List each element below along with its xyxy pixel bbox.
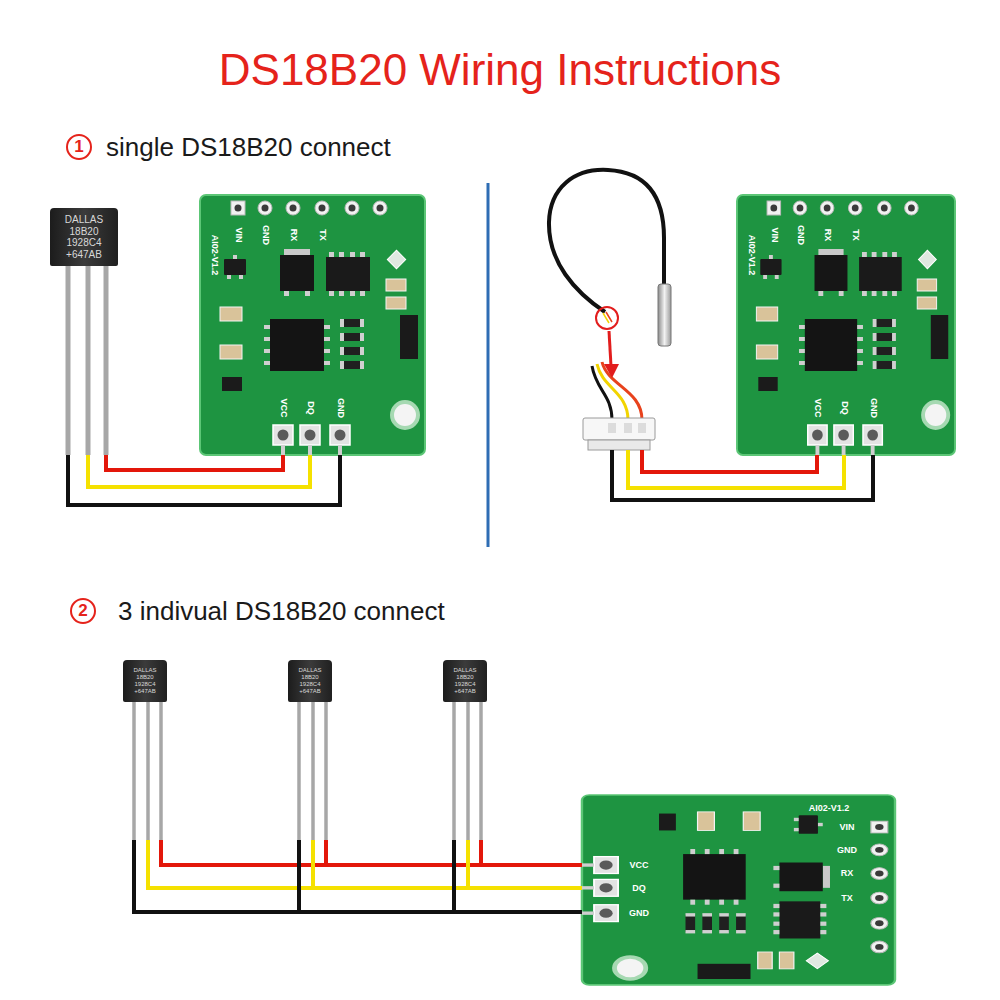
gnd-wire	[612, 450, 873, 500]
sensor-leg	[297, 702, 301, 840]
sensor-leg	[324, 702, 328, 840]
divider-line	[487, 183, 490, 547]
connector-slot	[638, 423, 646, 433]
pin-label: RX	[841, 869, 854, 878]
sensor-chip: DALLAS 18B20 1928C4 +647AB	[443, 660, 487, 702]
section-heading: single DS18B20 connect	[106, 132, 391, 162]
pin-label: GND	[868, 398, 877, 418]
sensor-leg	[86, 266, 91, 455]
probe-wire	[602, 362, 642, 420]
wire	[134, 702, 582, 912]
pointer-arrowhead	[604, 364, 619, 378]
sensor-chip: DALLAS 18B20 1928C4 +647AB	[288, 660, 332, 702]
pin-label: GND	[795, 225, 804, 245]
wire-line	[481, 840, 582, 865]
wire	[106, 266, 283, 470]
wire	[468, 702, 582, 888]
sensor-chip: DALLAS 18B20 1928C4 +647AB	[123, 660, 167, 702]
sensor-chip: DALLAS 18B20 1928C4 +647AB	[50, 208, 118, 266]
module-board: AI02-V1.2 VIN GND RX TX VCC DQ GND	[737, 195, 955, 455]
chip-marking: DALLAS 18B20 1928C4 +647AB	[53, 214, 115, 260]
vcc-wire	[642, 450, 817, 472]
pin-label: VCC	[813, 398, 822, 417]
wire-line	[106, 455, 283, 470]
pin-label: GND	[629, 909, 649, 918]
section-heading: 3 indivual DS18B20 connect	[118, 596, 445, 626]
wire-line	[468, 840, 582, 888]
pin-label: TX	[318, 229, 327, 241]
module-board-art	[582, 795, 895, 985]
wire	[148, 702, 582, 888]
sensor-leg	[311, 702, 315, 840]
module-board-art	[737, 195, 955, 455]
pin-label: VIN	[234, 227, 243, 242]
pin-label: TX	[841, 894, 853, 903]
wire	[454, 702, 582, 912]
sensor-leg	[159, 702, 163, 840]
sensor-leg	[66, 266, 71, 455]
wire	[313, 702, 582, 888]
page-title: DS18B20 Wiring Instructions	[0, 44, 1000, 96]
data-wire	[628, 450, 844, 488]
wire	[481, 702, 582, 865]
probe-wire	[606, 312, 612, 322]
step-number: 2	[70, 598, 96, 624]
wire-line	[68, 455, 340, 505]
pin-label: TX	[851, 229, 860, 241]
pointer-arrow	[609, 331, 611, 366]
module-board-art	[200, 195, 425, 455]
pin-label: RX	[823, 229, 832, 242]
sensor-leg	[104, 266, 109, 455]
wire	[161, 702, 582, 865]
pin-label: AI02-V1.2	[746, 235, 755, 276]
wire-line	[313, 840, 582, 888]
pin-label: DQ	[839, 401, 848, 415]
pin-label: VCC	[629, 861, 648, 870]
connector-housing	[583, 418, 655, 440]
wire-line	[299, 840, 582, 912]
step-number: 1	[66, 134, 92, 160]
wire	[299, 702, 582, 912]
wire-line	[134, 840, 582, 912]
pin-label: VCC	[279, 398, 288, 417]
probe-tube	[658, 284, 671, 346]
sensor-leg	[452, 702, 456, 840]
connector-slot	[608, 423, 616, 433]
pin-label: VIN	[839, 823, 854, 832]
pin-label: VIN	[769, 227, 778, 242]
connector-base	[588, 440, 650, 450]
chip-marking: DALLAS 18B20 1928C4 +647AB	[126, 667, 164, 695]
wire-line	[148, 840, 582, 888]
sensor-leg	[479, 702, 483, 840]
module-board: AI02-V1.2 VIN GND RX TX VCC DQ GND	[200, 195, 425, 455]
pin-label: AI02-V1.2	[809, 804, 850, 813]
pin-label: GND	[261, 225, 270, 245]
sensor-leg	[466, 702, 470, 840]
wire	[88, 266, 310, 487]
pin-label: RX	[289, 229, 298, 242]
pin-label: AI02-V1.2	[210, 235, 219, 276]
module-board: AI02-V1.2VIN GND RX TX VCC DQ GND	[582, 795, 895, 985]
pin-label: DQ	[306, 401, 315, 415]
probe-cable	[549, 170, 664, 312]
probe-wire	[597, 364, 628, 420]
sensor-leg	[132, 702, 136, 840]
sensor-leg	[146, 702, 150, 840]
highlight-circle	[596, 307, 618, 329]
pin-label: GND	[837, 846, 857, 855]
wire-line	[161, 840, 582, 865]
wire-line	[454, 840, 582, 912]
wire-line	[88, 455, 310, 487]
connector-slot	[624, 423, 632, 433]
chip-marking: DALLAS 18B20 1928C4 +647AB	[291, 667, 329, 695]
pin-label: GND	[336, 398, 345, 418]
wire	[68, 266, 340, 505]
chip-marking: DALLAS 18B20 1928C4 +647AB	[446, 667, 484, 695]
pin-label: DQ	[632, 884, 646, 893]
